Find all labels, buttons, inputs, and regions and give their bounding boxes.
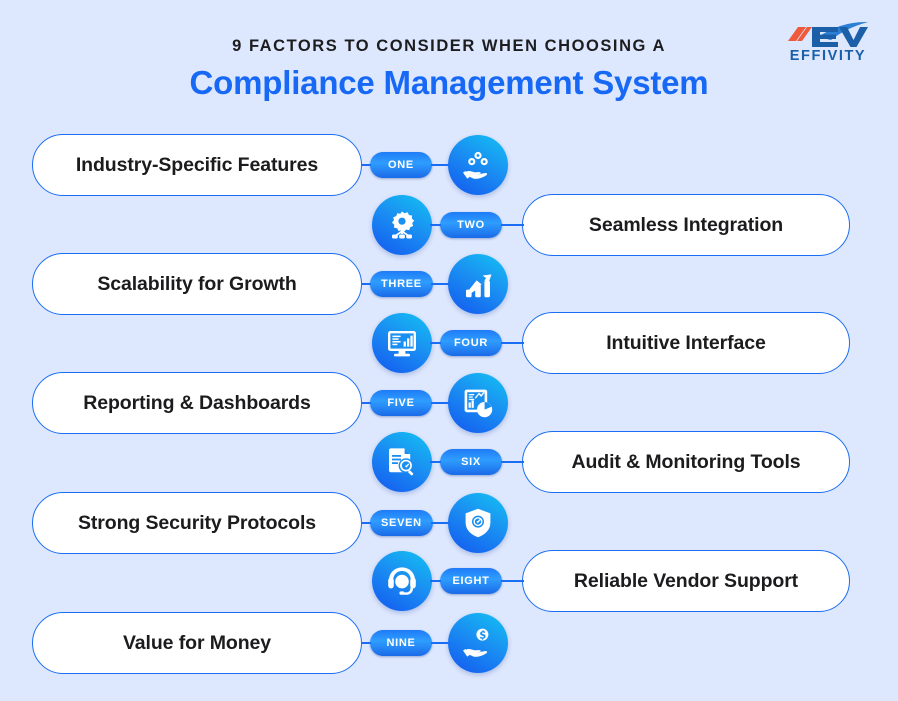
factor-number-badge: FIVE xyxy=(370,390,432,416)
factor-number-text: NINE xyxy=(386,637,416,649)
effivity-logo: EFFIVITY xyxy=(776,21,880,63)
connector-line xyxy=(430,580,441,583)
factor-icon-disc xyxy=(372,432,432,492)
connector-line xyxy=(501,342,524,345)
factor-card-4[interactable]: Intuitive Interface xyxy=(522,312,850,374)
factor-row: Reliable Vendor Support EIGHT xyxy=(0,550,898,612)
connector-line xyxy=(501,461,524,464)
connector-line xyxy=(361,402,371,405)
factor-row: Intuitive Interface FOUR xyxy=(0,312,898,374)
factor-card-8[interactable]: Reliable Vendor Support xyxy=(522,550,850,612)
factor-label: Value for Money xyxy=(122,631,272,654)
connector-line xyxy=(431,283,450,286)
shield-check-icon xyxy=(462,507,494,539)
factor-icon-disc xyxy=(448,613,508,673)
document-magnifier-icon xyxy=(386,446,418,478)
connector-line xyxy=(431,642,450,645)
factor-label: Scalability for Growth xyxy=(97,272,297,295)
connector-line xyxy=(430,342,441,345)
connector-line xyxy=(501,224,524,227)
factor-row: Strong Security Protocols SEVEN xyxy=(0,492,898,554)
connector-line xyxy=(501,580,524,583)
factor-row: Value for Money NINE xyxy=(0,612,898,674)
factor-number-text: TWO xyxy=(457,219,485,231)
infographic-header: 9 FACTORS TO CONSIDER WHEN CHOOSING A Co… xyxy=(0,0,898,118)
factor-label: Industry-Specific Features xyxy=(75,153,319,176)
factor-number-badge: FOUR xyxy=(440,330,502,356)
logo-mark-icon: EFFIVITY xyxy=(788,21,868,63)
eyebrow-text: 9 FACTORS TO CONSIDER WHEN CHOOSING A xyxy=(232,37,666,55)
connector-line xyxy=(431,402,450,405)
factor-icon-disc xyxy=(448,493,508,553)
factor-row: Seamless Integration TWO xyxy=(0,194,898,256)
page-title: Compliance Management System xyxy=(189,64,709,101)
factor-icon-disc xyxy=(372,195,432,255)
factor-card-7[interactable]: Strong Security Protocols xyxy=(32,492,362,554)
connector-line xyxy=(361,283,371,286)
connector-line xyxy=(361,642,371,645)
factor-number-badge: TWO xyxy=(440,212,502,238)
connector-line xyxy=(431,522,450,525)
connector-line xyxy=(361,164,371,167)
factor-row: Industry-Specific Features ONE xyxy=(0,134,898,196)
factor-number-text: THREE xyxy=(381,278,422,290)
factor-number-badge: SEVEN xyxy=(370,510,433,536)
factor-number-text: SEVEN xyxy=(381,517,422,529)
connector-line xyxy=(361,522,371,525)
factor-row: Audit & Monitoring Tools SIX xyxy=(0,431,898,493)
factor-number-badge: THREE xyxy=(370,271,433,297)
factor-number-text: FOUR xyxy=(454,337,488,349)
hand-holding-coins-icon xyxy=(462,149,494,181)
factor-card-9[interactable]: Value for Money xyxy=(32,612,362,674)
factor-label: Seamless Integration xyxy=(588,213,784,236)
factor-icon-disc xyxy=(372,313,432,373)
factor-icon-disc xyxy=(448,135,508,195)
factor-card-2[interactable]: Seamless Integration xyxy=(522,194,850,256)
factor-number-text: SIX xyxy=(461,456,481,468)
factor-row: Scalability for Growth THREE xyxy=(0,253,898,315)
factor-icon-disc xyxy=(448,254,508,314)
connector-line xyxy=(431,164,450,167)
connector-line xyxy=(430,224,441,227)
hand-holding-dollar-icon xyxy=(462,627,494,659)
factor-card-5[interactable]: Reporting & Dashboards xyxy=(32,372,362,434)
factor-icon-disc xyxy=(372,551,432,611)
factor-card-1[interactable]: Industry-Specific Features xyxy=(32,134,362,196)
headset-support-icon xyxy=(386,565,418,597)
factor-card-6[interactable]: Audit & Monitoring Tools xyxy=(522,431,850,493)
growth-bar-chart-icon xyxy=(462,268,494,300)
factor-icon-disc xyxy=(448,373,508,433)
factor-number-text: ONE xyxy=(388,159,414,171)
svg-text:EFFIVITY: EFFIVITY xyxy=(790,48,866,63)
factor-label: Intuitive Interface xyxy=(606,331,766,354)
factor-label: Audit & Monitoring Tools xyxy=(571,450,801,473)
connector-line xyxy=(430,461,441,464)
factor-label: Reliable Vendor Support xyxy=(573,569,799,592)
monitor-dashboard-icon xyxy=(386,327,418,359)
factor-number-badge: NINE xyxy=(370,630,432,656)
report-chart-pie-icon xyxy=(462,387,494,419)
factor-number-badge: EIGHT xyxy=(440,568,502,594)
factor-label: Reporting & Dashboards xyxy=(83,391,311,414)
factor-number-text: EIGHT xyxy=(452,575,490,587)
factor-number-badge: SIX xyxy=(440,449,502,475)
factor-number-badge: ONE xyxy=(370,152,432,178)
factor-row: Reporting & Dashboards FIVE xyxy=(0,372,898,434)
factor-number-text: FIVE xyxy=(387,397,415,409)
gear-network-icon xyxy=(386,209,418,241)
factor-card-3[interactable]: Scalability for Growth xyxy=(32,253,362,315)
factor-label: Strong Security Protocols xyxy=(77,511,317,534)
